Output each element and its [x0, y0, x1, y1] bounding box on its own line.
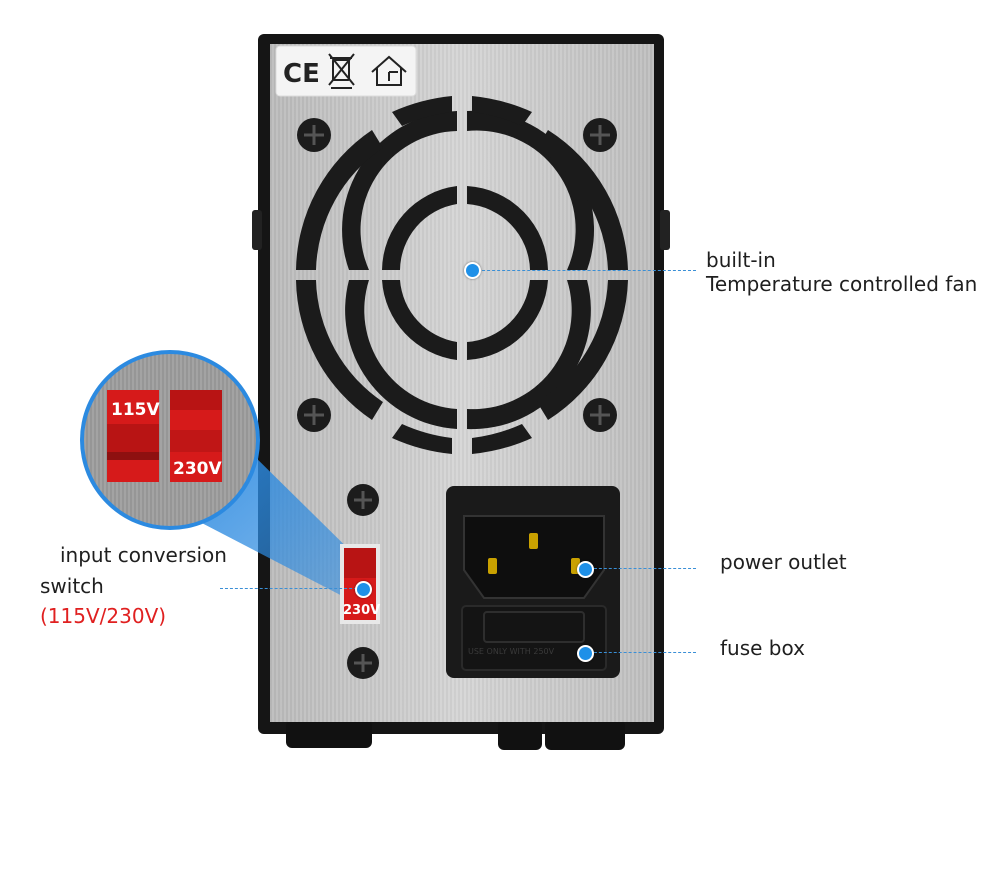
- fan-screw-bottom-right: [583, 398, 617, 432]
- switch-leader-line: [220, 588, 362, 589]
- outlet-imprint: USE ONLY WITH 250V: [468, 647, 555, 656]
- fuse-holder[interactable]: [461, 605, 607, 671]
- outlet-leader-line: [584, 568, 696, 569]
- fuse-callout-label: fuse box: [720, 636, 805, 660]
- switch-screw-top: [347, 484, 379, 516]
- switch-screw-bottom: [347, 647, 379, 679]
- fan-callout-line2: Temperature controlled fan: [706, 272, 978, 296]
- outlet-callout-dot: [577, 561, 594, 578]
- fan-callout-line1: built-in: [706, 248, 776, 272]
- ce-mark: CE: [283, 59, 320, 89]
- fuse-callout-dot: [577, 645, 594, 662]
- fuse-leader-line: [584, 652, 696, 653]
- zoom-115v-label: 115V: [111, 400, 160, 420]
- switch-callout-dot: [355, 581, 372, 598]
- switch-callout-line2: switch: [40, 574, 104, 598]
- fan-callout-dot: [464, 262, 481, 279]
- fan-screw-top-right: [583, 118, 617, 152]
- switch-callout-line1: input conversion: [60, 543, 227, 567]
- certification-label: [275, 45, 417, 97]
- fan-leader-line: [472, 270, 696, 271]
- switch-zoom-circle: [80, 350, 260, 530]
- switch-callout-line3: (115V/230V): [40, 604, 167, 628]
- weee-crossed-bin-icon: [328, 53, 355, 89]
- zoom-230v-label: 230V: [173, 459, 222, 479]
- outlet-callout-label: power outlet: [720, 550, 847, 574]
- fan-screw-bottom-left: [297, 398, 331, 432]
- switch-230v-label: 230V: [343, 603, 380, 618]
- indoor-use-house-icon: [371, 55, 407, 86]
- fan-screw-top-left: [297, 118, 331, 152]
- fan-grille: [296, 96, 628, 454]
